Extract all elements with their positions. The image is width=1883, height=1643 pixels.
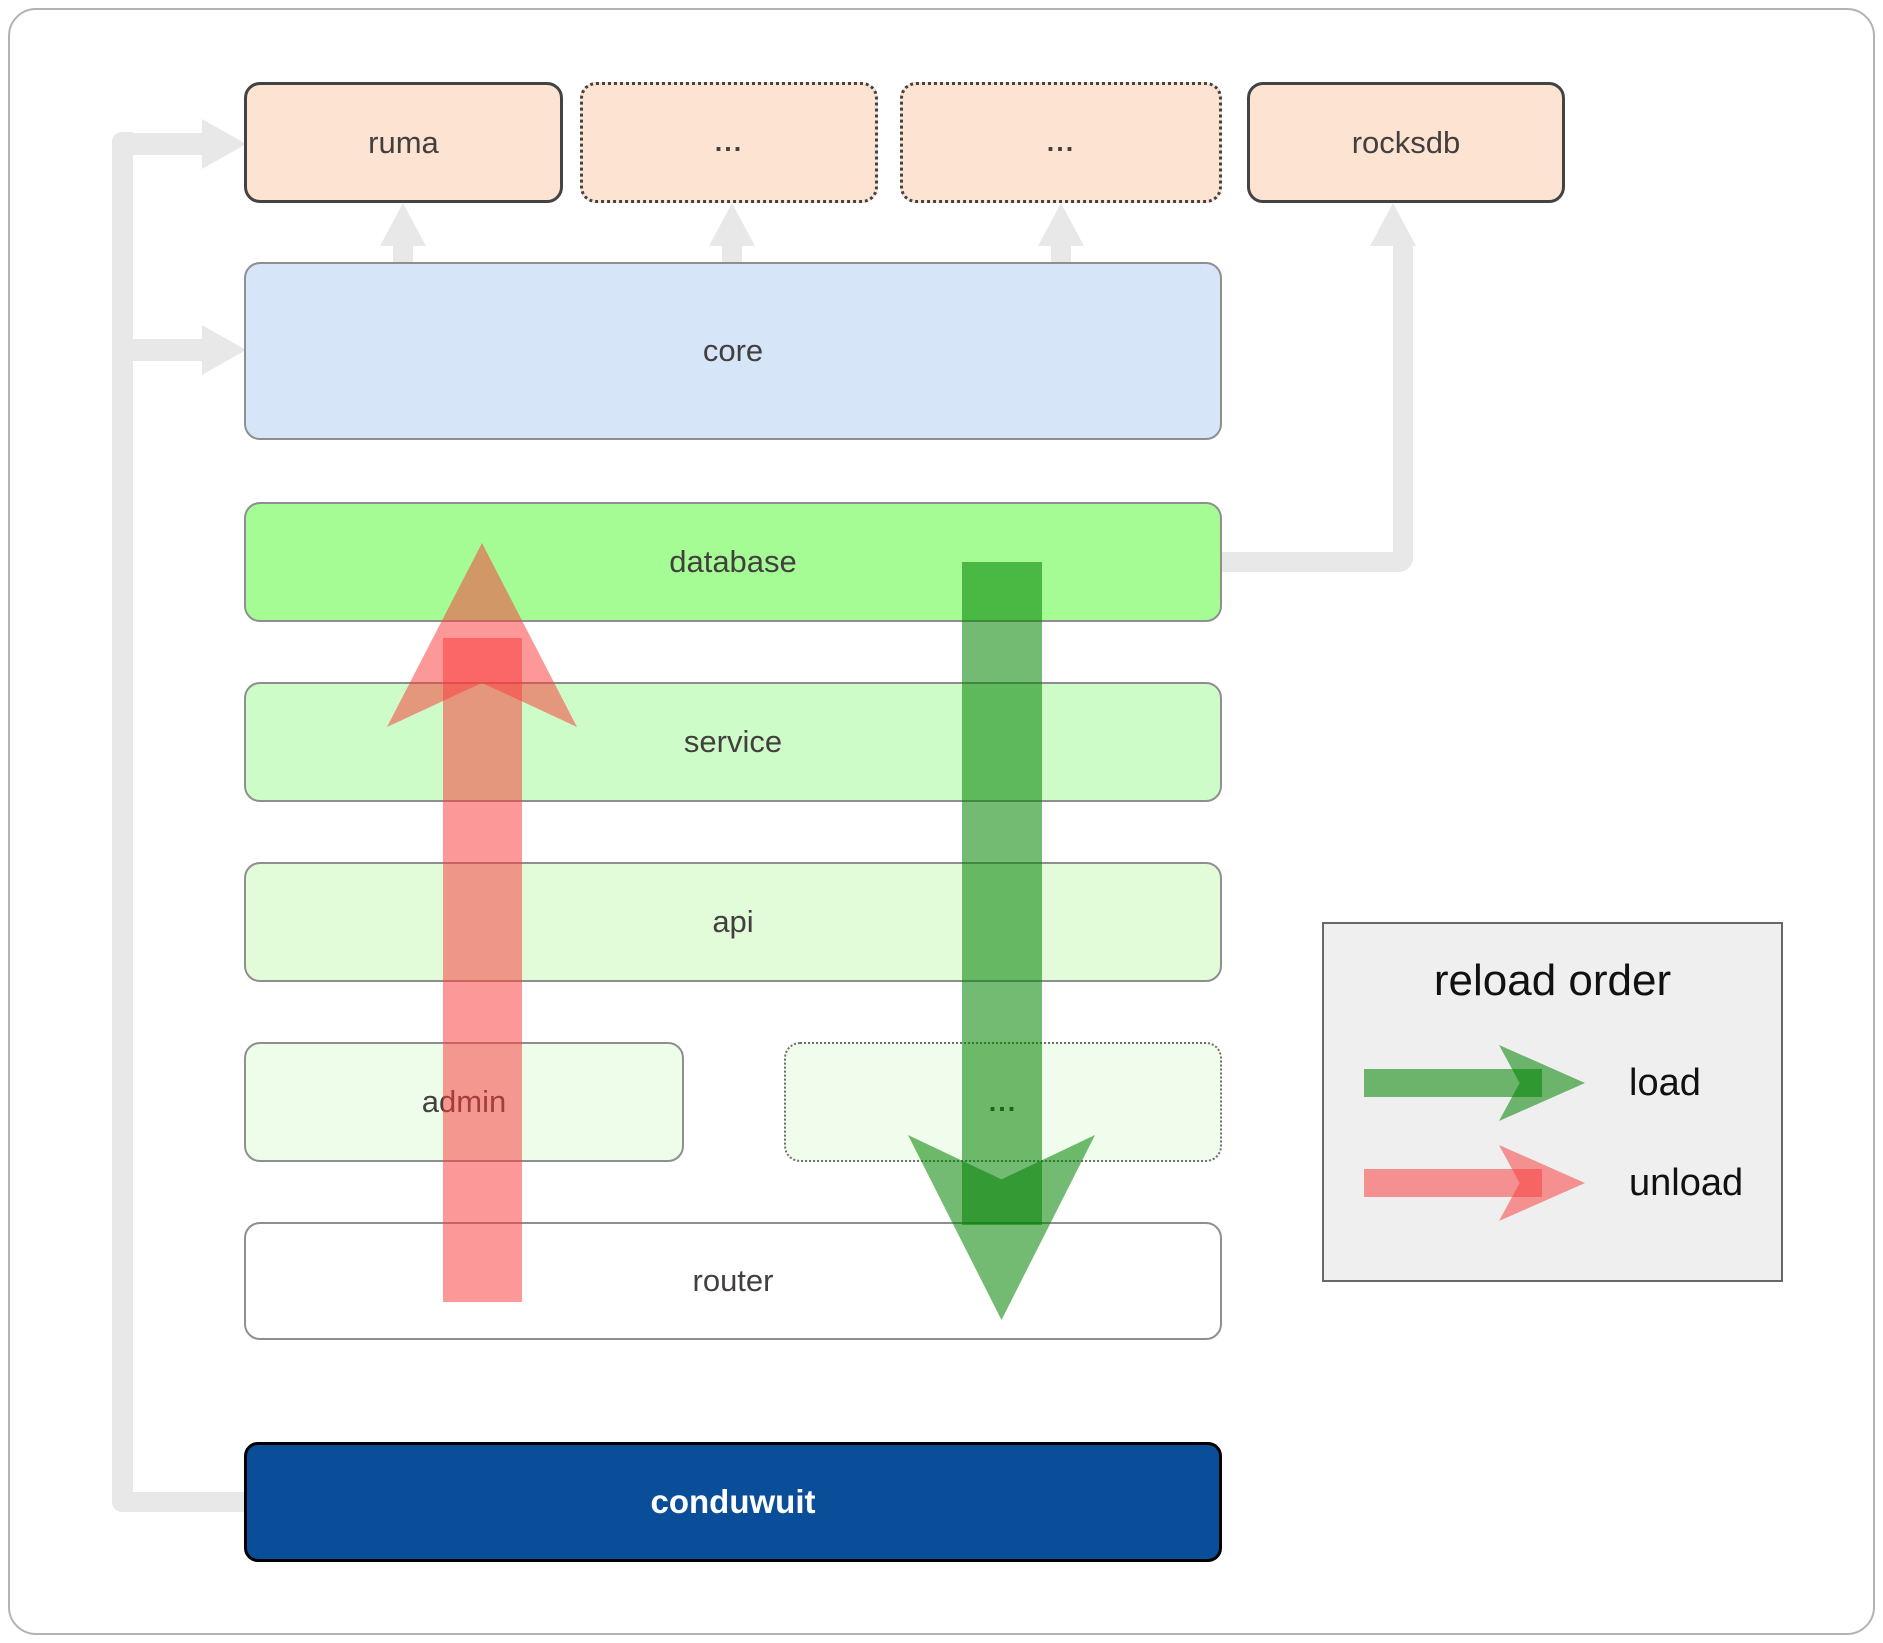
node-router: router (244, 1222, 1222, 1340)
node-service: service (244, 682, 1222, 802)
node-rocksdb: rocksdb (1247, 82, 1565, 203)
node-database: database (244, 502, 1222, 622)
legend-load-arrow-shaft (1364, 1069, 1542, 1097)
arrowhead-core-to-more1-icon (709, 203, 755, 246)
arrowhead-to-ruma-icon (202, 119, 246, 169)
arrowhead-to-core-icon (202, 325, 246, 375)
database-to-rocksdb-vertical-line (1393, 246, 1413, 562)
arrowhead-core-to-ruma-icon (380, 203, 426, 246)
core-to-more1-line (722, 244, 742, 264)
outer-frame (8, 8, 1875, 1635)
core-to-ruma-line (393, 244, 413, 264)
arrowhead-core-to-more2-icon (1038, 203, 1084, 246)
database-to-rocksdb-line (1222, 552, 1413, 572)
node-ruma: ruma (244, 82, 563, 203)
node-conduwuit: conduwuit (244, 1442, 1222, 1562)
node-more-crates-2: ... (900, 82, 1222, 203)
conduwuit-trunk-line (112, 132, 133, 1512)
conduwuit-to-ruma-line (130, 133, 204, 155)
legend-unload-arrow-shaft (1364, 1169, 1542, 1197)
legend-unload-label: unload (1629, 1162, 1744, 1204)
node-more-crates-1: ... (580, 82, 878, 203)
node-api: api (244, 862, 1222, 982)
legend-load-label: load (1629, 1062, 1701, 1104)
unload-arrow-shaft (443, 638, 522, 1302)
legend-box: reload order load unload (1322, 922, 1783, 1282)
node-core: core (244, 262, 1222, 440)
legend-title: reload order (1433, 956, 1672, 1005)
arrowhead-to-rocksdb-icon (1370, 203, 1416, 246)
conduwuit-connector-line (130, 1492, 244, 1512)
core-to-more2-line (1051, 244, 1071, 264)
load-arrow-shaft (962, 562, 1042, 1225)
conduwuit-to-core-line (130, 339, 204, 361)
